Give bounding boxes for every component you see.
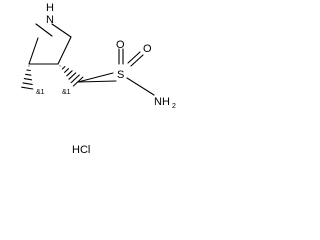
amide-nitrogen-label: NH: [154, 96, 170, 108]
bond-c2-n1: [35, 23, 53, 37]
hashed-wedge-methylene: [59, 65, 84, 87]
stereo-label-c3: &1: [62, 89, 71, 96]
bond-n1-c5: [51, 23, 72, 38]
ring-nitrogen-label: N: [46, 14, 54, 26]
salt-label: HCl: [72, 144, 90, 156]
bond-c5-c4: [28, 37, 39, 65]
bond-ch2-s: [77, 80, 117, 83]
hashed-wedge-methyl: [21, 65, 34, 90]
bond-s-n: [126, 77, 155, 96]
sulfonyl-double-bonds: [118, 48, 144, 67]
pyrrolidine-ring: [28, 23, 72, 65]
ring-nitrogen-h-label: H: [46, 2, 54, 14]
stereo-label-c4: &1: [36, 89, 45, 96]
amide-subscript-label: 2: [172, 103, 176, 110]
bond-c3-c2: [57, 36, 72, 65]
oxygen-label-1: O: [116, 39, 125, 51]
oxygen-label-2: O: [143, 43, 152, 55]
chemical-structure: N H S O O NH 2 &1 &1 HCl: [21, 2, 176, 156]
sulfur-label: S: [117, 69, 124, 81]
bond-ch2-s-b: [77, 72, 114, 83]
